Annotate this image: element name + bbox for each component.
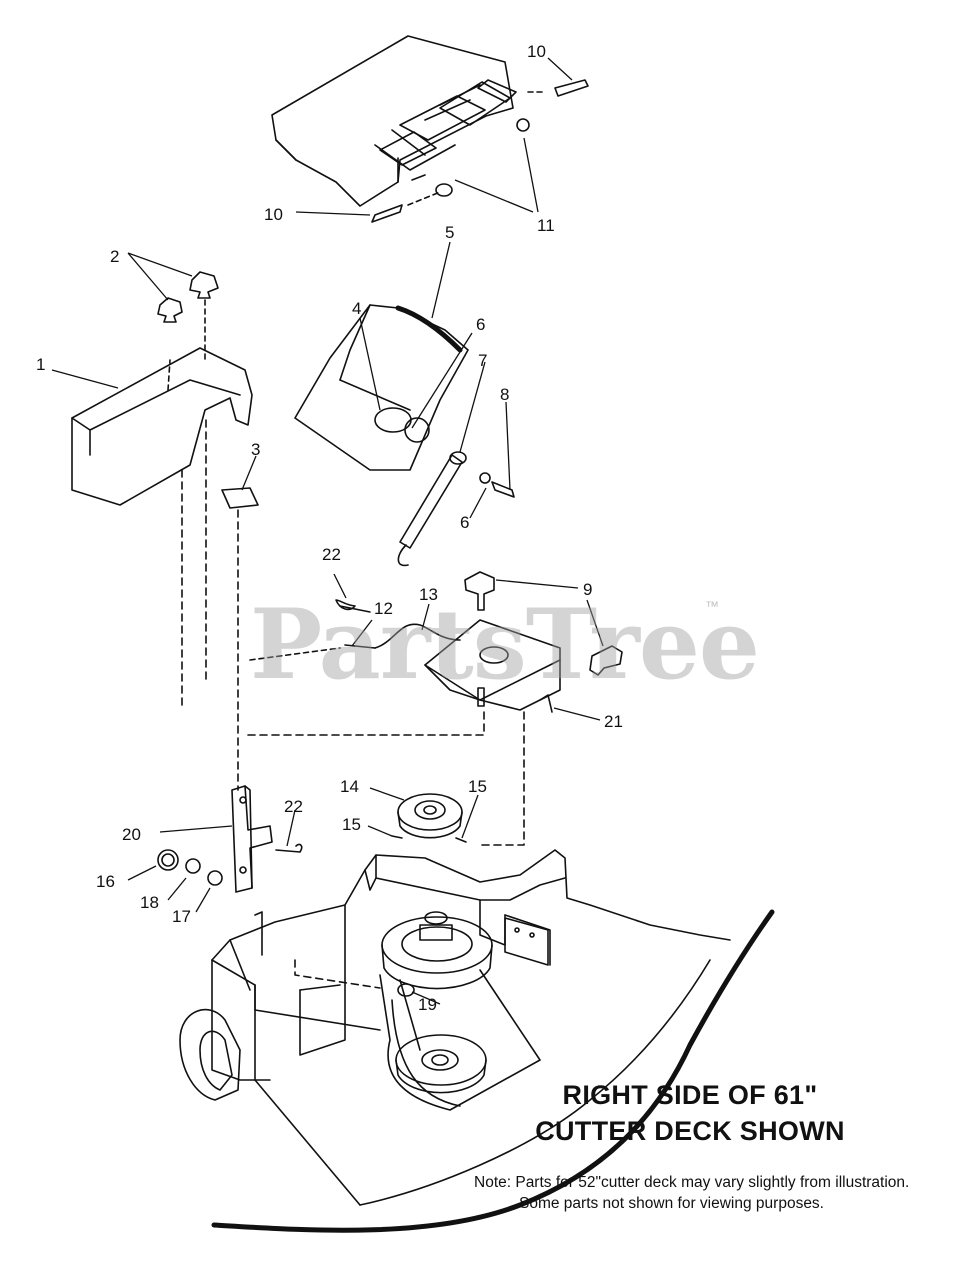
spindle-pulley <box>381 911 493 990</box>
callout-7: 7 <box>478 351 487 370</box>
discharge-chute-top <box>271 35 589 223</box>
leader-lines <box>51 57 604 1005</box>
callout-10-b: 10 <box>264 205 283 224</box>
watermark: PartsTree <box>250 588 760 701</box>
chute-deflector <box>294 304 469 471</box>
callout-21: 21 <box>604 712 623 731</box>
callout-11: 11 <box>537 216 555 235</box>
callout-13: 13 <box>419 585 438 604</box>
callout-9: 9 <box>583 580 592 599</box>
cable-assembly <box>249 599 461 661</box>
idler-pulley <box>397 793 463 839</box>
callout-15-a: 15 <box>468 777 487 796</box>
callout-12: 12 <box>374 599 393 618</box>
cutter-deck <box>179 849 731 1206</box>
callout-8: 8 <box>500 385 509 404</box>
caption-line-2: CUTTER DECK SHOWN <box>535 1116 845 1146</box>
small-plate <box>221 487 259 509</box>
callout-1: 1 <box>36 355 45 374</box>
callout-15-b: 15 <box>342 815 361 834</box>
callout-22-b: 22 <box>284 797 303 816</box>
callout-3: 3 <box>251 440 260 459</box>
note: Note: Parts for 52"cutter deck may vary … <box>474 1172 954 1214</box>
callout-6-b: 6 <box>460 513 469 532</box>
callout-10-a: 10 <box>527 42 546 61</box>
guide-lines <box>181 419 525 989</box>
callout-labels: 10 10 11 5 2 1 4 6 7 8 3 6 22 12 13 9 21… <box>36 42 623 1014</box>
cotter-pin-bolts <box>391 835 467 843</box>
deck-outer-edge <box>211 909 775 1233</box>
hardware-stack <box>157 849 223 886</box>
note-line-1: Note: Parts for 52"cutter deck may vary … <box>474 1174 910 1191</box>
side-bracket <box>504 917 549 966</box>
callout-6-a: 6 <box>476 315 485 334</box>
knob-items <box>157 271 219 323</box>
callout-14: 14 <box>340 777 359 796</box>
deck-inner-edge <box>359 959 711 1206</box>
bolt <box>397 983 415 997</box>
watermark-trademark: ™ <box>705 598 719 614</box>
callout-17: 17 <box>172 907 191 926</box>
callout-19: 19 <box>418 995 437 1014</box>
callout-22-a: 22 <box>322 545 341 564</box>
lower-idler-pulley <box>395 1034 487 1094</box>
callout-5: 5 <box>445 223 454 242</box>
note-line-2: Some parts not shown for viewing purpose… <box>519 1195 824 1212</box>
cotter-pin <box>275 843 303 853</box>
callout-2: 2 <box>110 247 119 266</box>
callout-4: 4 <box>352 299 361 318</box>
link-rod <box>397 451 515 567</box>
mounting-bracket <box>424 571 623 713</box>
shield-cover <box>71 299 253 506</box>
caption-line-1: RIGHT SIDE OF 61" <box>562 1080 818 1110</box>
callout-16: 16 <box>96 872 115 891</box>
lever-bracket <box>231 785 273 893</box>
callout-20: 20 <box>122 825 141 844</box>
callout-18: 18 <box>140 893 159 912</box>
